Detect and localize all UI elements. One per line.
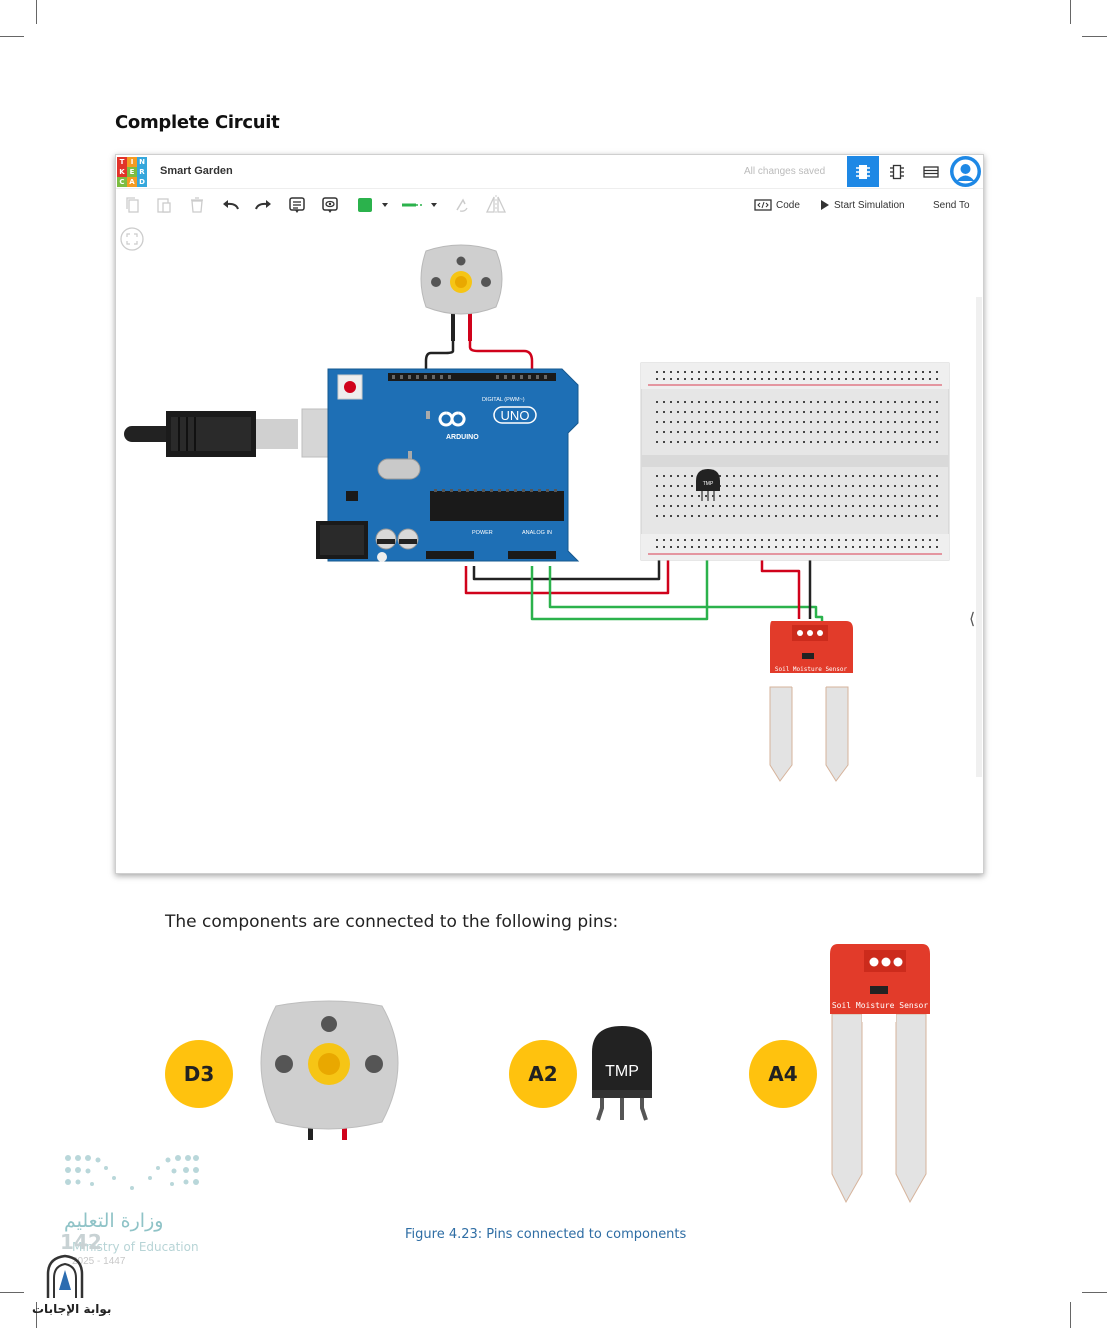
notes-icon [289,197,305,213]
logo-letter: C [117,177,127,187]
pin-badge-d3: D3 [165,1040,233,1108]
wire-type-icon [402,203,437,207]
wire-color-picker[interactable] [356,195,390,215]
code-button[interactable]: Code [754,196,800,214]
logo-letter: R [137,167,147,177]
play-icon [821,200,829,210]
start-simulation-button[interactable]: Start Simulation [820,196,905,214]
rotate-button[interactable] [452,195,472,215]
send-to-button[interactable]: Send To [933,196,970,214]
logo-letter: I [127,157,137,167]
edition-year: 2025 - 1447 [72,1256,126,1267]
logo-letter: T [117,157,127,167]
wire-type-picker[interactable] [400,195,440,215]
analog-pins-label: ANALOG IN [522,530,552,536]
top-bar: T I N K E R C A D Smart Garden All chang… [116,155,983,189]
breadboard-holes [656,371,938,548]
soil-moisture-sensor[interactable]: Soil Moisture Sensor [769,621,853,782]
eye-note-icon [322,197,338,213]
color-swatch-icon [358,198,388,212]
crop-mark [1070,1302,1071,1328]
undo-icon [223,200,239,210]
copy-icon [126,197,139,213]
crop-mark [36,1302,37,1328]
rotate-icon [456,198,468,212]
chip-icon [856,164,870,179]
large-dc-motor [260,1000,399,1140]
large-temperature-sensor: TMP [592,1026,652,1121]
user-icon [953,159,978,184]
tinkercad-logo[interactable]: T I N K E R C A D [117,157,147,187]
arduino-model-label: UNO [501,408,530,423]
paste-icon [157,198,171,213]
code-label: Code [776,199,800,211]
copy-button[interactable] [124,195,142,215]
project-name[interactable]: Smart Garden [160,165,233,177]
section-title: Complete Circuit [115,112,280,133]
trash-icon [191,197,203,213]
logo-letter: N [137,157,147,167]
pin-badge-a2: A2 [509,1040,577,1108]
usb-cable[interactable] [124,408,365,458]
ministry-logo-dots [65,1155,199,1190]
crop-mark [36,0,37,24]
redo-button[interactable] [253,195,273,215]
logo-letter: D [137,177,147,187]
flip-icon [485,195,507,215]
ministry-name-english: Ministry of Education [72,1240,199,1254]
large-tmp-label: TMP [605,1063,639,1080]
crop-mark [1082,1292,1107,1293]
page-number: 142 [60,1230,102,1254]
circuit-canvas[interactable]: UNO ARDUINO DIGITAL (PWM~) POWER [116,221,983,873]
notes-button[interactable] [287,195,307,215]
redo-icon [255,200,271,210]
flip-button[interactable] [485,195,507,215]
power-pins-label: POWER [472,530,493,536]
watermark-text: بوابة الإجابات [32,1302,112,1316]
start-simulation-label: Start Simulation [834,199,905,211]
large-soil-moisture-sensor: Soil Moisture Sensor [830,944,930,1204]
digital-pins-label: DIGITAL (PWM~) [482,397,525,403]
figure-caption: Figure 4.23: Pins connected to component… [405,1227,687,1242]
arduino-uno[interactable]: UNO ARDUINO DIGITAL (PWM~) POWER [316,368,580,562]
crop-mark [1082,36,1107,37]
ministry-name-arabic: وزارة التعليم [64,1210,164,1232]
crop-mark [0,1292,24,1293]
crop-mark [1070,0,1071,24]
schematic-icon [890,164,904,179]
fit-view-icon[interactable] [120,227,144,251]
circuit-view-button[interactable] [847,156,879,187]
undo-button[interactable] [221,195,241,215]
pins-intro-text: The components are connected to the foll… [165,912,619,932]
logo-letter: A [127,177,137,187]
crop-mark [0,36,24,37]
logo-letter: E [127,167,137,177]
tmp-label: TMP [703,481,714,487]
toolbar: Code Start Simulation Send To [116,189,983,221]
send-to-label: Send To [933,199,970,211]
breadboard[interactable] [640,362,950,561]
temperature-sensor[interactable]: TMP [696,469,720,501]
arduino-brand-label: ARDUINO [446,434,479,441]
canvas-scrollbar[interactable] [976,297,982,777]
list-icon [923,165,939,178]
logo-letter: K [117,167,127,177]
toggle-notes-button[interactable] [320,195,340,215]
code-icon [754,199,772,211]
save-status: All changes saved [744,166,826,177]
large-soil-sensor-label: Soil Moisture Sensor [832,1001,929,1010]
circuit-drawing: UNO ARDUINO DIGITAL (PWM~) POWER [120,227,950,782]
paste-button[interactable] [155,195,173,215]
pin-badge-a4: A4 [749,1040,817,1108]
watermark-logo [46,1254,84,1298]
schematic-view-button[interactable] [881,156,913,187]
tinkercad-window: T I N K E R C A D Smart Garden All chang… [115,154,984,874]
delete-button[interactable] [188,195,206,215]
dc-motor[interactable] [420,244,503,341]
component-list-button[interactable] [915,156,947,187]
user-avatar[interactable] [950,156,981,187]
collapse-panel-icon[interactable]: ⟨ [969,611,976,628]
soil-sensor-label: Soil Moisture Sensor [775,666,848,673]
